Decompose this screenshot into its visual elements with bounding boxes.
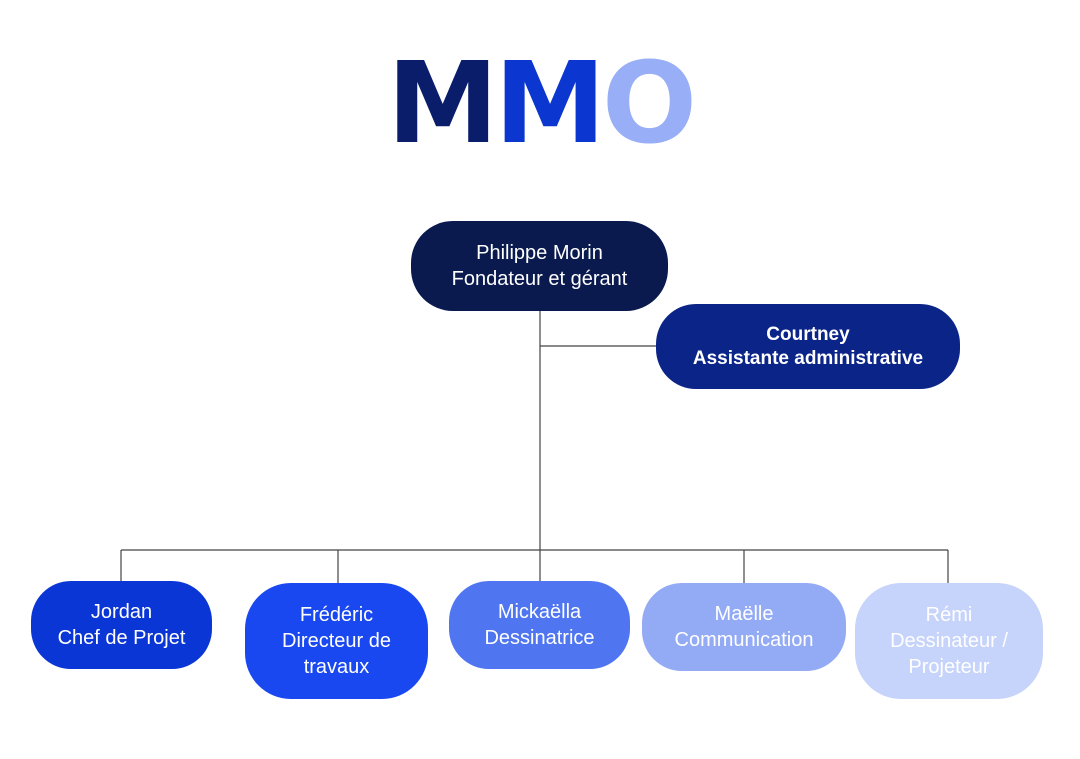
- team-member-role: Directeur de: [282, 630, 391, 652]
- assistant-name: Courtney: [766, 323, 850, 345]
- team-member-name: Frédéric: [299, 604, 374, 626]
- team-node-frederic: Frédéric Directeur de travaux: [245, 583, 428, 699]
- assistant-node: Courtney Assistante administrative: [656, 304, 960, 389]
- team-node-mickaella: Mickaëlla Dessinatrice: [449, 581, 630, 669]
- team-member-role: Chef de Projet: [57, 627, 186, 649]
- team-member-name: Mickaëlla: [497, 601, 582, 623]
- team-member-name: Rémi: [925, 604, 973, 626]
- founder-node: Philippe Morin Fondateur et gérant: [411, 221, 668, 311]
- team-node-maelle: Maëlle Communication: [642, 583, 846, 671]
- team-node-jordan: Jordan Chef de Projet: [31, 581, 212, 669]
- team-member-role: Communication: [674, 629, 814, 651]
- team-member-role-cont: Projeteur: [908, 656, 990, 678]
- founder-role: Fondateur et gérant: [451, 268, 628, 290]
- team-member-role: Dessinatrice: [484, 627, 595, 649]
- logo-letter-o: O: [601, 39, 697, 169]
- team-member-name: Maëlle: [714, 603, 774, 625]
- company-logo: MMO: [0, 48, 1080, 160]
- logo-letter-m1: M: [386, 39, 498, 169]
- founder-name: Philippe Morin: [476, 242, 603, 264]
- team-member-role: Dessinateur /: [890, 630, 1008, 652]
- assistant-role: Assistante administrative: [692, 347, 924, 369]
- team-node-remi: Rémi Dessinateur / Projeteur: [855, 583, 1043, 699]
- team-member-role-cont: travaux: [303, 656, 370, 678]
- logo-letter-m2: M: [494, 39, 605, 169]
- team-member-name: Jordan: [90, 601, 153, 623]
